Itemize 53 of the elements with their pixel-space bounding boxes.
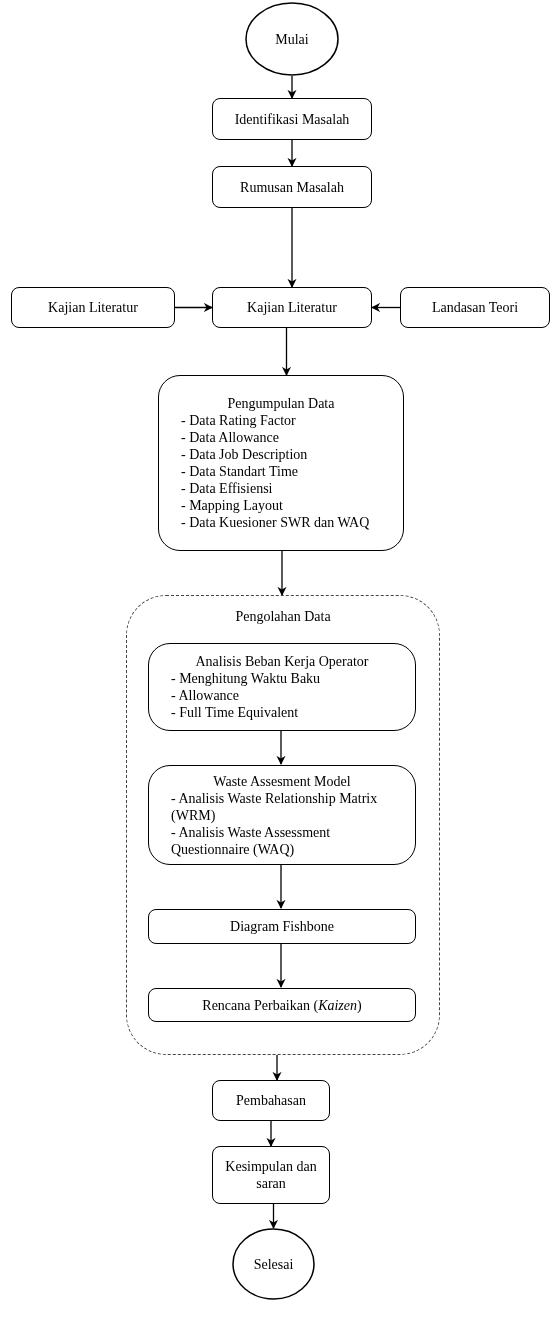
node-text: Pembahasan — [235, 1092, 307, 1109]
process-box — [400, 287, 550, 328]
dashed-group-box — [126, 595, 440, 1055]
node-text: Pengumpulan Data — [226, 395, 336, 412]
node-text: Landasan Teori — [430, 299, 520, 316]
process-box — [148, 909, 416, 944]
arrow — [276, 863, 286, 909]
process-box — [148, 765, 416, 865]
node-text: Identifikasi Masalah — [233, 110, 351, 128]
arrow — [272, 1054, 282, 1081]
arrow — [266, 1120, 276, 1147]
node-text: Kajian Literatur — [246, 299, 338, 316]
arrow — [276, 942, 286, 988]
node-text: - Allowance — [170, 687, 241, 704]
process-box — [148, 643, 416, 731]
node-text: Kesimpulan dan saran — [224, 1158, 318, 1192]
node-text: - Data Rating Factor — [180, 412, 297, 429]
node-text: - Data Job Description — [180, 446, 309, 463]
process-box — [212, 166, 372, 208]
arrow — [276, 729, 286, 765]
arrow — [371, 302, 401, 313]
node-text: - Analisis Waste Relationship Matrix (WRM) — [170, 789, 379, 824]
process-box — [212, 98, 372, 140]
node-text: Mulai — [275, 30, 309, 48]
node-text: - Analisis Waste Assessment Questionnaire (WAQ) — [170, 823, 332, 858]
node-text: - Data Effisiensi — [180, 480, 274, 497]
node-text: Pengolahan Data — [234, 608, 332, 625]
node-text: Diagram Fishbone — [229, 918, 335, 935]
process-box — [158, 375, 404, 551]
process-box — [148, 988, 416, 1022]
node-text: Rumusan Masalah — [239, 178, 345, 196]
arrow — [281, 327, 292, 376]
node-text: Rencana Perbaikan (Kaizen) — [201, 996, 363, 1014]
node-text: - Menghitung Waktu Baku — [170, 670, 322, 687]
node-text: Analisis Beban Kerja Operator — [194, 653, 370, 670]
node-text: Selesai — [253, 1255, 294, 1273]
process-box — [212, 1146, 330, 1204]
node-text: - Data Standart Time — [180, 463, 300, 480]
process-box — [11, 287, 175, 328]
node-text: - Data Allowance — [180, 429, 280, 446]
arrow — [287, 75, 297, 99]
process-box — [212, 287, 372, 328]
node-text: Kajian Literatur — [47, 299, 139, 316]
arrow — [268, 1203, 279, 1229]
arrow — [174, 302, 213, 313]
arrow — [287, 207, 297, 288]
node-text: - Data Kuesioner SWR dan WAQ — [180, 514, 371, 531]
node-text: Waste Assesment Model — [212, 772, 352, 790]
arrow — [277, 550, 287, 596]
arrow — [287, 139, 297, 167]
node-text: - Full Time Equivalent — [170, 704, 300, 721]
node-text: - Mapping Layout — [180, 497, 284, 514]
process-box — [212, 1080, 330, 1121]
